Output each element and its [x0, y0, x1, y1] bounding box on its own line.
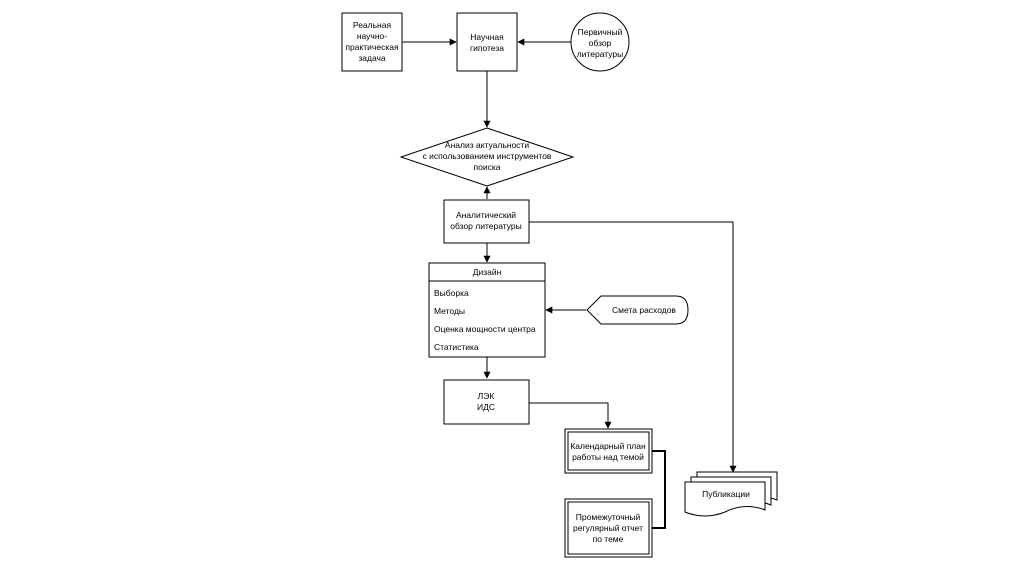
node-hypothesis: Научная гипотеза [456, 12, 518, 72]
design-title: Дизайн [473, 267, 502, 277]
node-budget: Смета расходов [586, 295, 689, 325]
relevance-line-1: Анализ актуальности [445, 140, 529, 150]
real-task-line-4: задача [358, 53, 386, 63]
hypothesis-line-2: гипотеза [470, 43, 504, 53]
node-publications: Публикации [684, 471, 778, 517]
node-calendar: Календарный план работы над темой [564, 428, 653, 474]
relevance-line-2: с использованием инструментов [423, 151, 552, 161]
primary-review-line-1: Первичный [578, 27, 623, 37]
real-task-line-1: Реальная [353, 20, 392, 30]
real-task-line-3: практическая [345, 42, 399, 52]
arrow-ethics-to-calendar [529, 402, 612, 429]
node-relevance: Анализ актуальности с использованием инс… [399, 127, 575, 187]
design-item-power: Оценка мощности центра [434, 324, 536, 334]
bracket-calendar-report [652, 450, 666, 529]
ethics-line-2: ИДС [477, 402, 495, 412]
calendar-line-1: Календарный план [570, 441, 646, 451]
node-real-task: Реальная научно- практическая задача [341, 12, 403, 72]
node-analytic-review: Аналитический обзор литературы [443, 199, 530, 244]
node-primary-review: Первичный обзор литературы [570, 12, 630, 72]
analytic-review-line-1: Аналитический [456, 210, 516, 220]
interim-report-line-2: регулярный отчет [573, 523, 643, 533]
primary-review-line-2: обзор [589, 38, 612, 48]
ethics-line-1: ЛЭК [478, 391, 495, 401]
analytic-review-line-2: обзор литературы [450, 221, 522, 231]
hypothesis-line-1: Научная [470, 32, 504, 42]
calendar-line-2: работы над темой [572, 452, 644, 462]
interim-report-line-1: Промежуточный [576, 512, 641, 522]
design-item-sample: Выборка [434, 288, 469, 298]
connectors [402, 38, 737, 529]
budget-label: Смета расходов [612, 305, 676, 315]
node-ethics: ЛЭК ИДС [443, 379, 530, 425]
design-item-methods: Методы [434, 306, 465, 316]
primary-review-line-3: литературы [577, 49, 623, 59]
arrow-analytic-to-publications [529, 221, 737, 473]
publications-label: Публикации [702, 489, 750, 499]
design-item-statistics: Статистика [434, 342, 479, 352]
interim-report-line-3: по теме [593, 534, 624, 544]
node-design: Дизайн Выборка Методы Оценка мощности це… [428, 262, 546, 358]
real-task-line-2: научно- [357, 31, 387, 41]
node-interim-report: Промежуточный регулярный отчет по теме [564, 498, 653, 558]
relevance-line-3: поиска [474, 162, 501, 172]
